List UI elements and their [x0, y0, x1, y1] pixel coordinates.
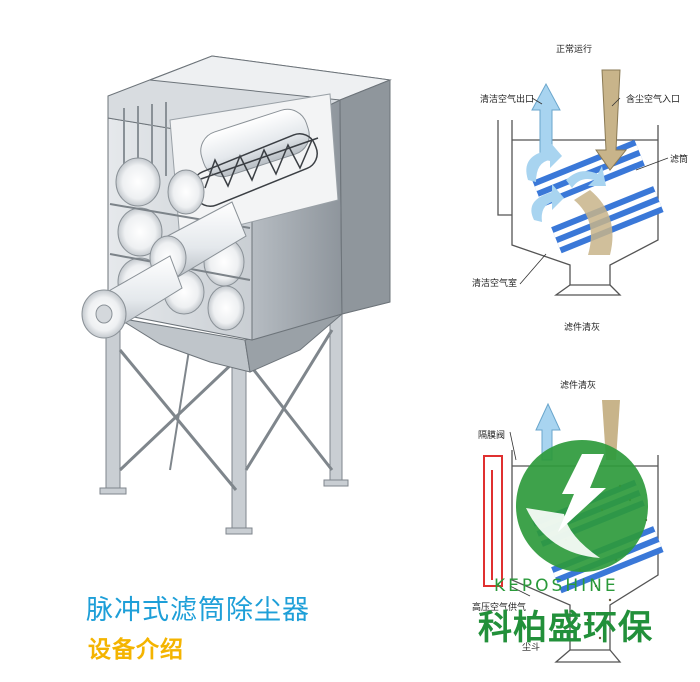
page-subtitle: 设备介绍: [88, 637, 184, 663]
diaphragm-valve-label: 隔膜阀: [478, 431, 506, 441]
dust-hopper-3d: [117, 313, 343, 373]
support-legs: [99, 313, 349, 535]
brand-english: KEPOSHINE: [494, 576, 619, 596]
dusty-air-arrow: [595, 69, 628, 171]
pulse-manifold: [483, 455, 503, 587]
clean-air-arrow: [531, 82, 561, 161]
clean-air-chamber-label: 清洁空气室: [472, 279, 518, 289]
page-title: 脉冲式滤筒除尘器: [86, 595, 310, 626]
brand-chinese: 科柏盛环保: [478, 608, 653, 648]
extracted-cartridges: [81, 201, 247, 339]
bottom-diagram-title: 滤件清灰: [560, 381, 597, 391]
top-diagram-caption: 滤件清灰: [564, 323, 601, 333]
normal-operation-schematic: [497, 69, 669, 296]
high-pressure-air-label: 高压空气供气: [472, 603, 527, 613]
cartridge-end-caps: [115, 157, 245, 331]
filter-cartridge-label: 滤筒: [670, 155, 689, 165]
dusty-air-inlet-label: 含尘空气入口: [626, 95, 681, 105]
clean-air-outlet-label: 清洁空气出口: [480, 95, 535, 105]
top-diagram-title: 正常运行: [556, 45, 593, 55]
vent-louvers: [123, 102, 167, 176]
keposhine-logo-icon: [516, 440, 648, 572]
dust-hopper-label: 尘斗: [522, 643, 541, 653]
